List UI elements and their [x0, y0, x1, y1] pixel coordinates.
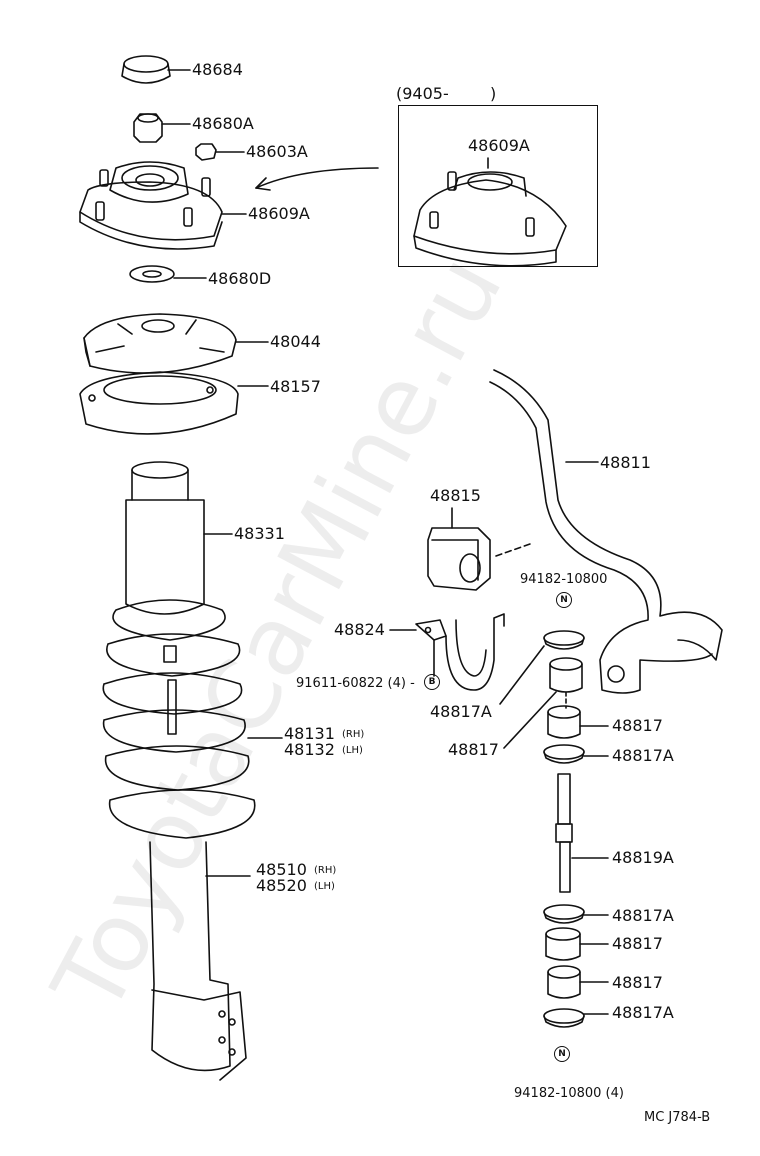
inset-48609A-drawing: [413, 157, 567, 267]
part-48044-seat-drawing: [83, 313, 269, 374]
label-48520: 48520: [256, 876, 307, 895]
label-48815: 48815: [430, 486, 481, 505]
n-marker-bottom: N: [554, 1046, 570, 1062]
label-48131-side: (RH): [342, 729, 365, 740]
link-stack-left-drawing: [499, 630, 585, 749]
label-48510: 48510: [256, 860, 307, 879]
label-48817-right-3: 48817: [612, 973, 663, 992]
label-48131: 48131: [284, 724, 335, 743]
link-stack-right-drawing: [543, 705, 609, 1028]
label-48510-side: (RH): [314, 865, 337, 876]
part-48603A-nut-drawing: [195, 143, 245, 161]
inset-arrow: [255, 167, 379, 189]
inset-date-close: ): [490, 84, 497, 103]
label-48609A: 48609A: [248, 204, 310, 223]
part-48815-bushing-drawing: [427, 507, 531, 591]
label-48817-right-1: 48817: [612, 716, 663, 735]
part-48510-strut-drawing: [149, 841, 251, 1081]
part-48131-spring-drawing: [102, 599, 283, 839]
label-48817-left: 48817: [448, 740, 499, 759]
label-48684: 48684: [192, 60, 243, 79]
label-48157: 48157: [270, 377, 321, 396]
label-48331: 48331: [234, 524, 285, 543]
part-48680D-washer-drawing: [129, 265, 207, 283]
label-48680A: 48680A: [192, 114, 254, 133]
label-48680D: 48680D: [208, 269, 272, 288]
part-48331-bumpstop-drawing: [125, 461, 233, 615]
part-48609A-support-drawing: [79, 161, 247, 250]
part-48680A-nut-drawing: [133, 113, 191, 143]
watermark-text: ToyotaCarMine.ru: [31, 238, 524, 1032]
label-48817A-right-2: 48817A: [612, 906, 674, 925]
inset-part-label: 48609A: [468, 136, 530, 155]
b-marker: B: [424, 674, 440, 690]
label-48603A: 48603A: [246, 142, 308, 161]
inset-arrowhead: [255, 177, 271, 191]
label-91611-60822: 91611-60822 (4) -: [296, 676, 415, 691]
diagram-code: MC J784-B: [644, 1110, 711, 1125]
inset-box: [398, 105, 598, 267]
n-marker-top: N: [556, 592, 572, 608]
label-48817A-right-3: 48817A: [612, 1003, 674, 1022]
label-48132: 48132: [284, 740, 335, 759]
label-48817A-left: 48817A: [430, 702, 492, 721]
inset-date-label: (9405-: [396, 84, 449, 103]
part-48811-stabilizer-bar-drawing: [489, 369, 723, 694]
label-48044: 48044: [270, 332, 321, 351]
part-48684-cap-drawing: [121, 55, 191, 84]
label-48811: 48811: [600, 453, 651, 472]
label-48819A: 48819A: [612, 848, 674, 867]
label-94182-10800-top: 94182-10800: [520, 572, 608, 587]
label-94182-10800-bottom: 94182-10800 (4): [514, 1086, 624, 1101]
label-48132-side: (LH): [342, 745, 363, 756]
label-48824: 48824: [334, 620, 385, 639]
part-48157-insulator-drawing: [79, 371, 269, 435]
label-48520-side: (LH): [314, 881, 335, 892]
label-48817A-right-1: 48817A: [612, 746, 674, 765]
label-48817-right-2: 48817: [612, 934, 663, 953]
part-48824-bracket-drawing: [389, 613, 505, 691]
